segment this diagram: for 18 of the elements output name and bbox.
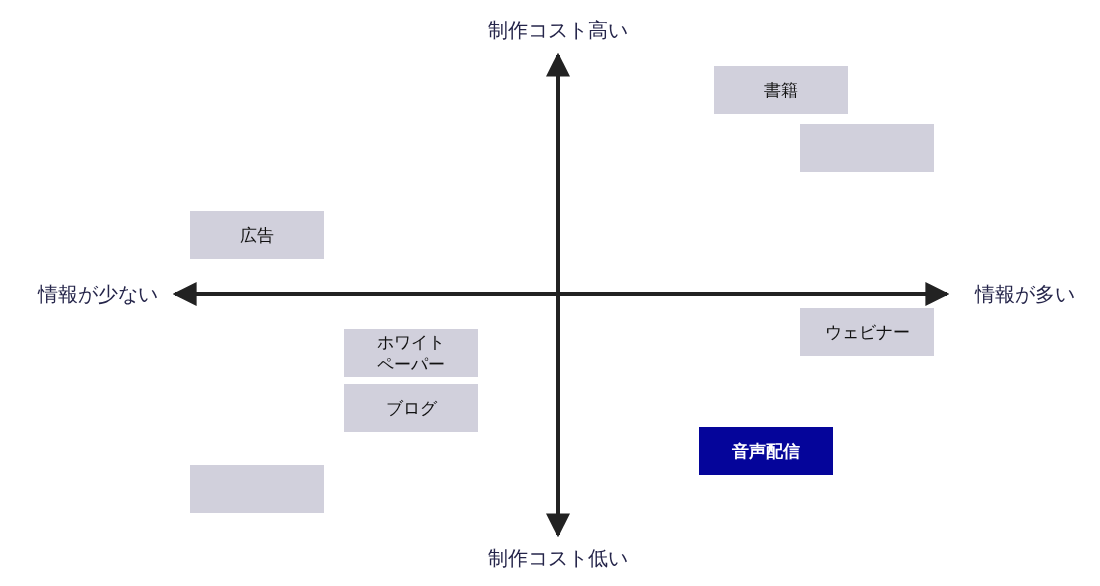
category-box	[714, 66, 848, 114]
category-label: ウェビナー	[824, 321, 910, 343]
category-box	[190, 211, 324, 259]
category-box	[190, 465, 324, 513]
category-label: 音声配信	[732, 440, 800, 462]
category-box	[344, 384, 478, 432]
axis-label: 情報が少ない	[38, 282, 158, 306]
axis-label: 制作コスト低い	[488, 546, 628, 570]
axis-label: 情報が多い	[975, 282, 1075, 306]
category-box	[344, 329, 478, 377]
category-box	[800, 124, 934, 172]
category-label: 書籍	[764, 79, 798, 101]
category-label: ブログ	[385, 397, 437, 419]
category-label: 広告	[240, 224, 274, 246]
axis-label: 制作コスト高い	[488, 18, 628, 42]
category-box	[800, 308, 934, 356]
category-label: ホワイトペーパー	[376, 331, 446, 375]
category-box	[699, 427, 833, 475]
